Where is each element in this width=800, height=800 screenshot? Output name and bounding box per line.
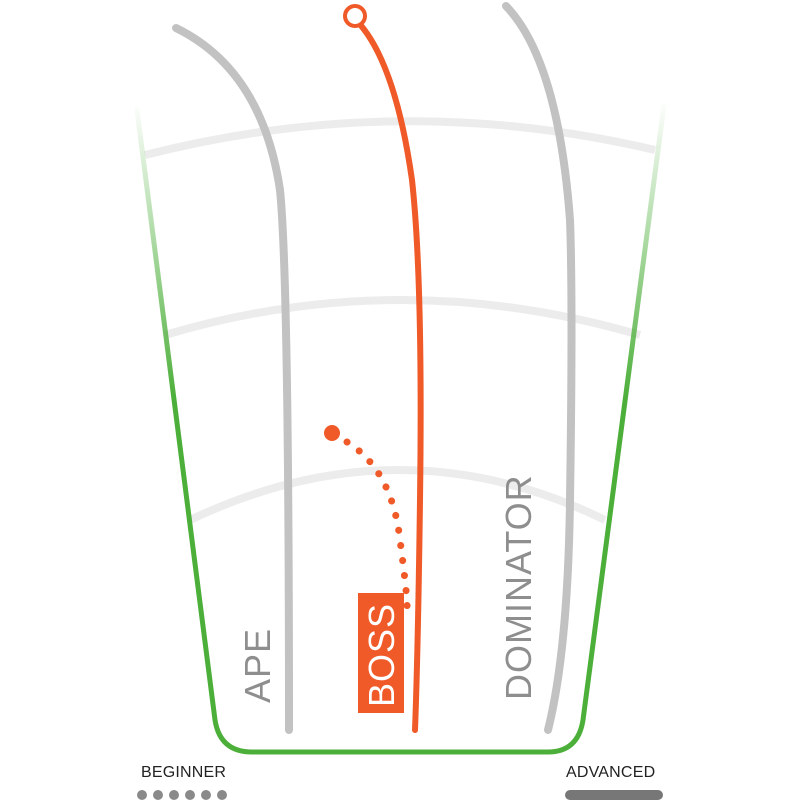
start-marker (343, 4, 367, 28)
dot-icon (201, 790, 211, 800)
flight-path-boss[interactable] (353, 17, 424, 733)
path-label-dominator: DOMINATOR (498, 474, 539, 700)
advanced-bar-indicator (565, 790, 663, 800)
dot-icon (137, 790, 147, 800)
dot-icon (169, 790, 179, 800)
dot-icon (153, 790, 163, 800)
flight-path-dominator[interactable] (502, 2, 576, 734)
beginner-dots-indicator (137, 790, 227, 800)
distance-arc-3 (188, 466, 607, 524)
path-label-boss-box (358, 593, 404, 713)
legend-beginner-label: BEGINNER (141, 764, 227, 781)
fairway-frame (134, 102, 667, 755)
legend-advanced-label: ADVANCED (566, 764, 656, 781)
dot-icon (217, 790, 227, 800)
fade-endpoint-marker (324, 425, 340, 441)
flight-path-boss-fade (343, 438, 411, 614)
distance-arcs (144, 117, 656, 524)
path-label-ape: APE (237, 627, 278, 703)
flight-path-ape[interactable] (172, 24, 293, 734)
path-label-boss: BOSS (361, 602, 402, 707)
dot-icon (185, 790, 195, 800)
